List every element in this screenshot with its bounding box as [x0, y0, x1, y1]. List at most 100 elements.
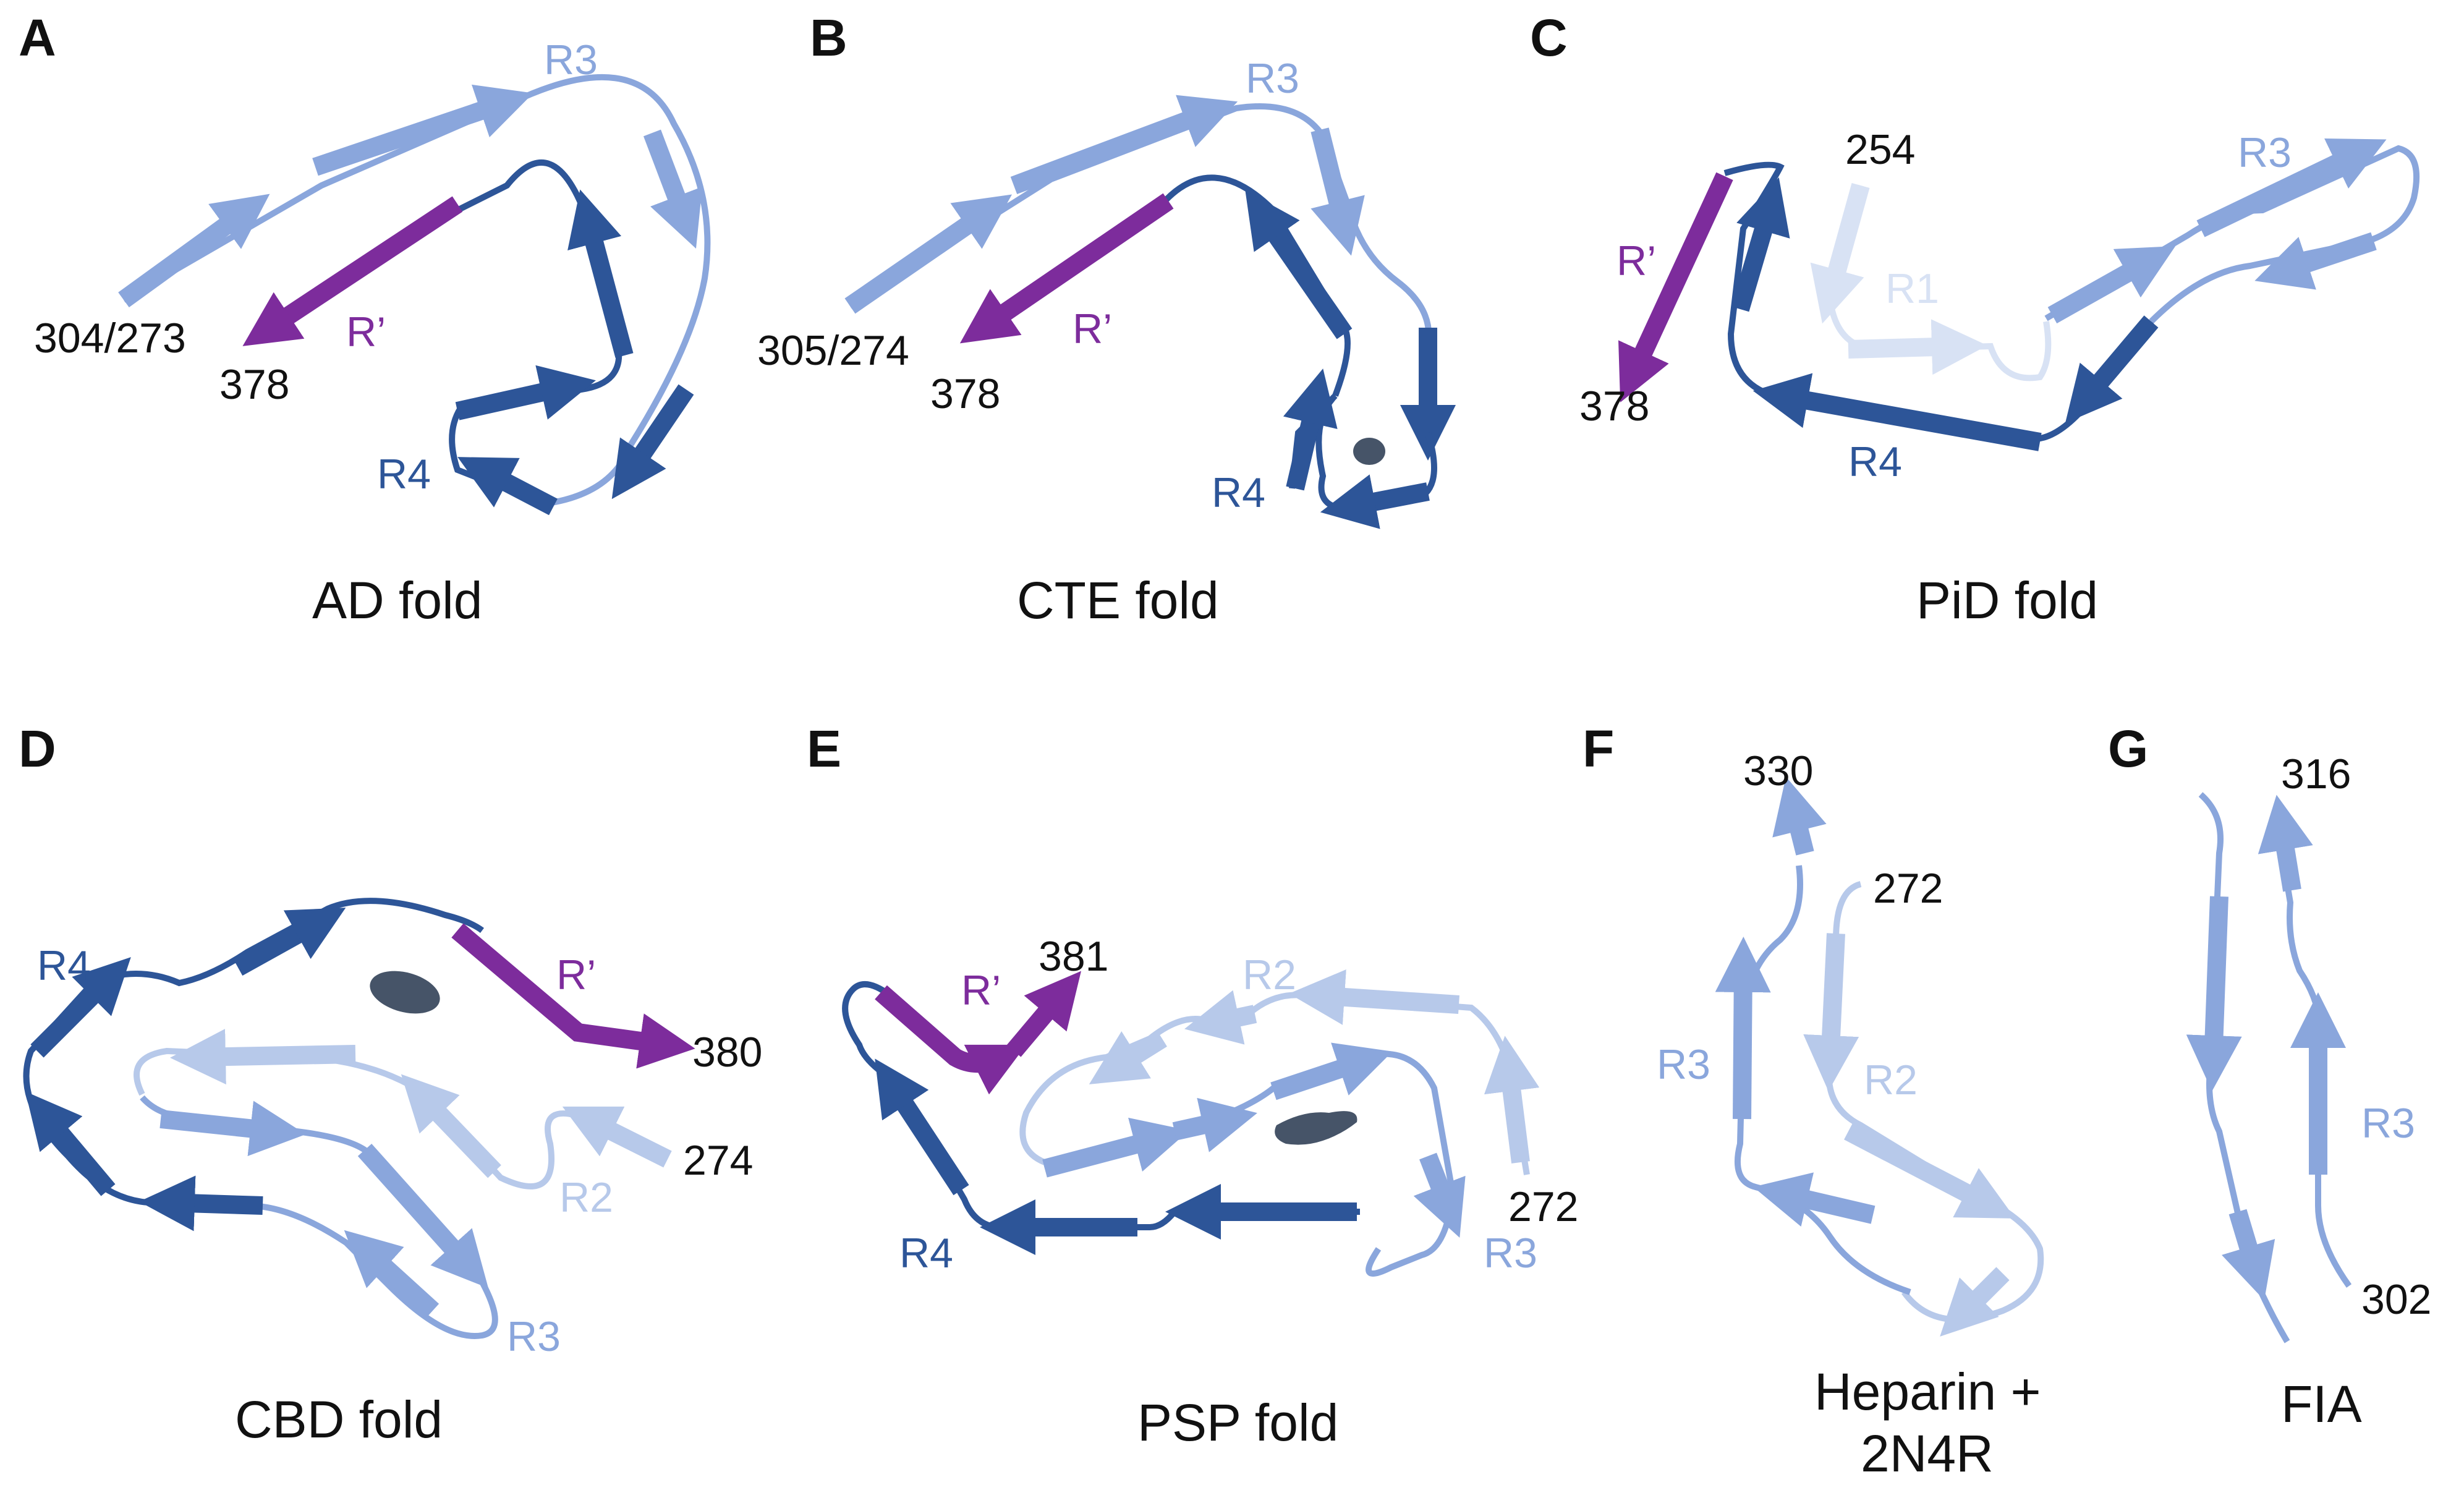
caption-psp-fold: PSP fold [1137, 1394, 1338, 1452]
panel-a: A R3 R4 R’ 304/273 378 AD fold [19, 9, 711, 629]
panel-letter-e: E [807, 720, 841, 778]
r4-loop [842, 981, 1360, 1231]
r3-strand [159, 1100, 306, 1157]
label-r3: R3 [2361, 1100, 2415, 1147]
r3-loop [140, 1095, 498, 1339]
label-r3: R3 [544, 36, 598, 83]
label-r4: R4 [377, 451, 431, 498]
label-end-residue: 381 [1039, 933, 1108, 980]
label-end-residue: 378 [219, 361, 289, 408]
r2-loop [1825, 881, 2044, 1323]
label-end-residue: 378 [930, 370, 1000, 417]
r3-strand [312, 84, 533, 176]
r3-strand [1042, 1117, 1189, 1178]
caption-ad-fold: AD fold [312, 571, 482, 629]
r3-strand [1172, 1097, 1257, 1152]
r3-strand [2196, 138, 2387, 237]
panel-letter-d: D [19, 720, 56, 778]
label-r3: R3 [1484, 1230, 1537, 1277]
r4-loop [449, 159, 622, 507]
label-r-prime: R’ [1073, 305, 1112, 352]
caption-fia: FIA [2281, 1375, 2362, 1433]
label-r3: R3 [2238, 129, 2292, 176]
r4-strand [25, 1091, 116, 1196]
r3-strand [2254, 232, 2377, 290]
label-end-residue: 380 [692, 1029, 762, 1076]
panel-letter-g: G [2108, 720, 2148, 778]
r3-strand [357, 1143, 489, 1288]
label-start-residue: 272 [1873, 865, 1943, 912]
label-r3: R3 [1246, 55, 1299, 102]
panel-letter-a: A [19, 9, 56, 67]
panel-e: E R’ R2 R3 R4 272 381 PSP fold [807, 720, 1578, 1452]
r2-strand [562, 1106, 672, 1168]
r3-strand [1010, 95, 1238, 195]
r3-loop [1043, 1050, 1456, 1277]
r3-strand [2258, 794, 2313, 892]
r-prime-strand [242, 196, 463, 346]
r3-strand [1413, 1152, 1466, 1238]
r1-strand [1810, 182, 1870, 324]
label-r2: R2 [559, 1174, 613, 1221]
label-start-residue: 272 [1508, 1183, 1578, 1230]
label-start-residue: 302 [2361, 1276, 2431, 1323]
label-r4: R4 [1848, 438, 1902, 485]
r2-strand [170, 1029, 356, 1085]
r4-strand [875, 1058, 969, 1196]
panel-f: F R3 R2 272 330 Heparin + 2N4R [1582, 720, 2044, 1483]
label-r4: R4 [1212, 469, 1265, 516]
r2-strand [1940, 1267, 2010, 1337]
r3-strand [643, 129, 703, 249]
r4-strand [1752, 373, 2042, 451]
r4-strand [233, 908, 346, 976]
ligand-density-blob [1353, 438, 1385, 465]
r3-loop [2198, 792, 2290, 1343]
label-r3: R3 [507, 1313, 561, 1360]
label-r-prime: R’ [961, 967, 1001, 1014]
r4-strand [30, 957, 131, 1058]
label-r2: R2 [1243, 951, 1296, 998]
r4-strand [1283, 368, 1338, 491]
r3-loop [1734, 865, 1911, 1295]
r2-strand [1289, 969, 1459, 1025]
r2-strand [1184, 990, 1257, 1045]
label-r-prime: R’ [346, 309, 386, 355]
r4-strand [455, 365, 596, 420]
r4-strand [1731, 177, 1790, 312]
label-end-residue: 378 [1579, 383, 1649, 430]
label-r1: R1 [1885, 265, 1939, 312]
r2-loop [134, 1047, 669, 1189]
r4-strand [611, 384, 694, 500]
r4-strand [139, 1175, 263, 1232]
r4-strand [457, 457, 558, 516]
r4-loop [1723, 161, 2154, 443]
r-prime-strand [451, 923, 695, 1069]
r-prime-strand [1006, 971, 1081, 1057]
r1-strand [1848, 319, 1987, 375]
r3-strand [1715, 937, 1771, 1120]
r3-strand [1772, 777, 1827, 856]
panel-letter-b: B [810, 9, 848, 67]
ligand-density-blob [370, 971, 440, 1014]
r3-strand [118, 194, 270, 308]
label-r-prime: R’ [556, 951, 596, 998]
r3-strand [844, 194, 1013, 314]
r-prime-strand [1618, 172, 1733, 402]
r2-strand [1089, 1031, 1167, 1084]
r3-strand [1270, 1042, 1393, 1100]
r2-strand [1484, 1036, 1540, 1164]
r2-loop [1019, 992, 1530, 1175]
r2-strand [1844, 1123, 2015, 1219]
r4-strand [1245, 190, 1353, 339]
caption-heparin-line1: Heparin + [1814, 1363, 2041, 1421]
r3-strand [1311, 127, 1365, 256]
label-end-residue: 330 [1743, 747, 1813, 794]
r3-strand [2047, 245, 2176, 324]
label-r2: R2 [1864, 1057, 1918, 1104]
r-prime-strand [875, 985, 1027, 1095]
r3-strand [1753, 1172, 1876, 1227]
r4-strand [567, 189, 634, 358]
r4-strand [1320, 474, 1430, 529]
label-start-residue: 254 [1845, 126, 1915, 173]
